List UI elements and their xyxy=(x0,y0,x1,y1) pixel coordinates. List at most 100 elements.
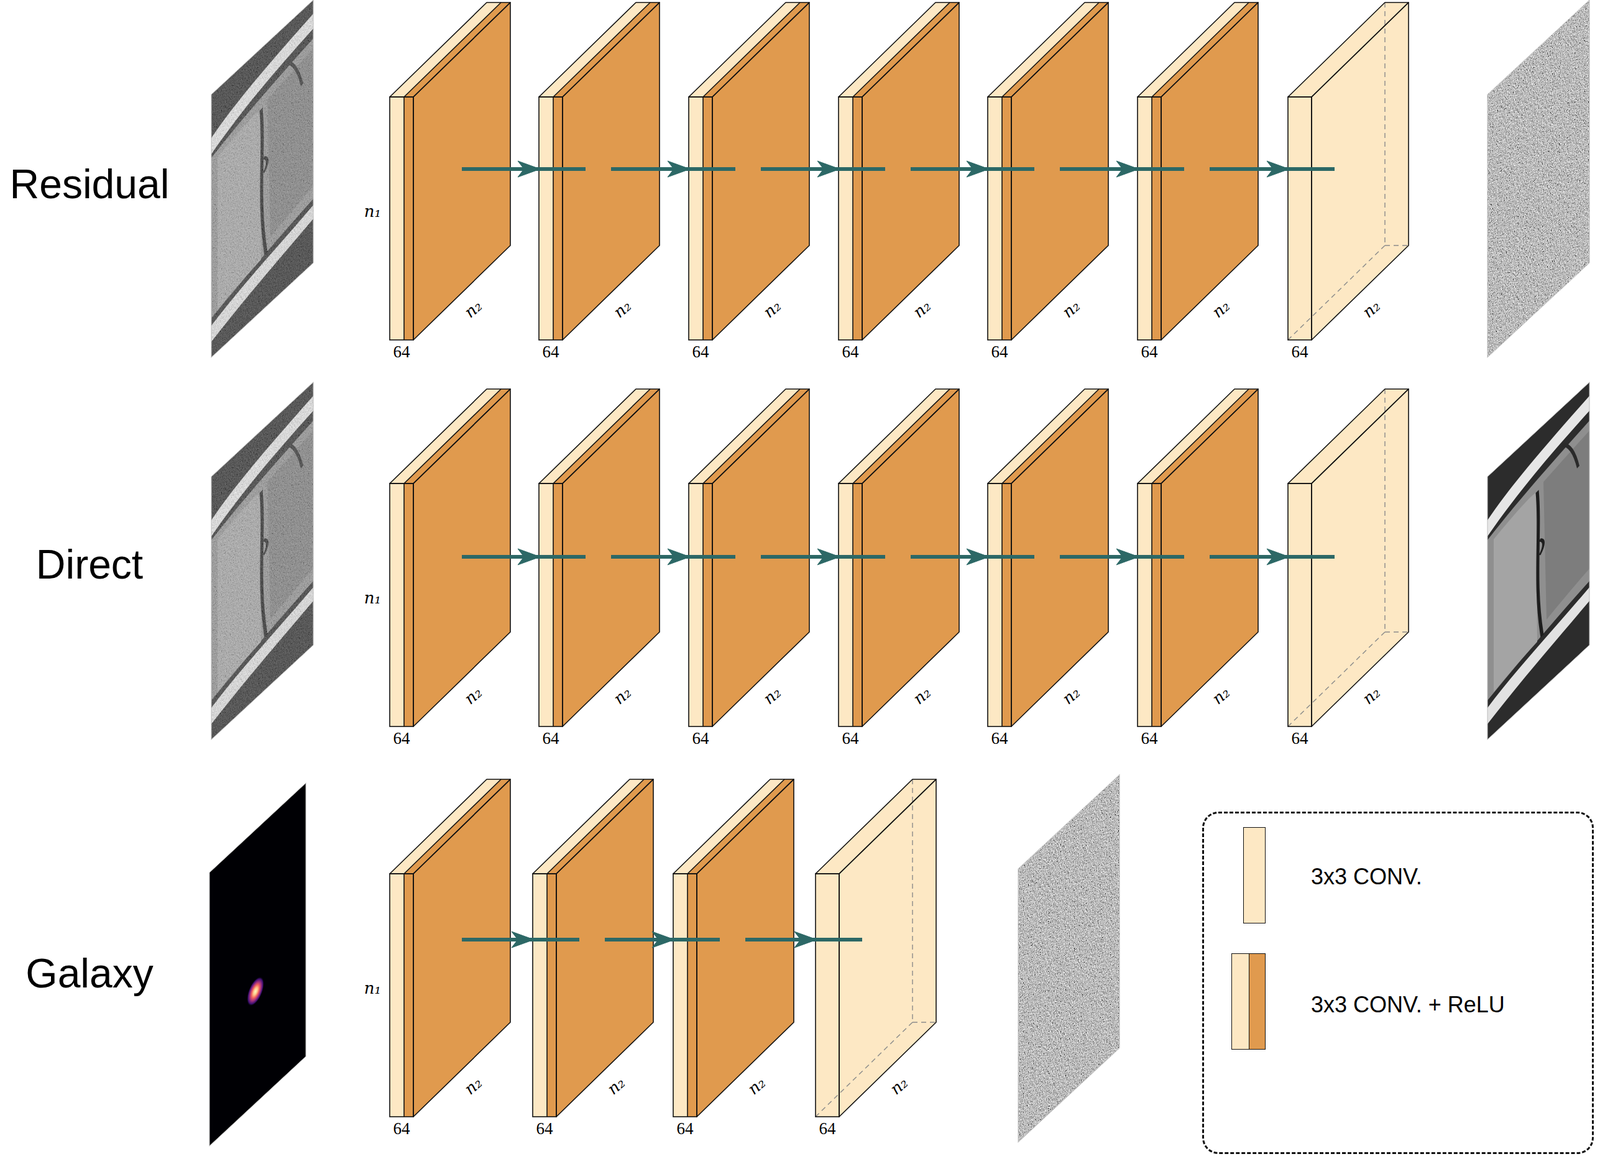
block-front-face xyxy=(703,96,713,341)
block-outline xyxy=(562,2,660,341)
row-label: Residual xyxy=(9,163,170,205)
block-edge xyxy=(1151,483,1153,727)
row-label: Direct xyxy=(36,543,143,585)
flow-arrow xyxy=(604,931,720,948)
block-outline xyxy=(389,2,511,97)
channel-count: 64 xyxy=(542,730,560,748)
conv-relu-layer: n₁n₂64 xyxy=(389,2,511,341)
depth-label: n₂ xyxy=(610,297,635,321)
channel-count: 64 xyxy=(692,343,710,361)
conv-relu-layer: n₂64 xyxy=(532,779,654,1118)
text-wrap: n₁ xyxy=(381,988,398,1005)
row-label-wrap: Direct xyxy=(89,564,197,606)
text-wrap: n₂ xyxy=(1371,695,1389,712)
conv-relu-layer: n₂64 xyxy=(538,389,660,727)
block-edge xyxy=(547,779,644,874)
arrow-line xyxy=(611,555,736,559)
block-outline xyxy=(712,389,810,727)
block-side-face xyxy=(696,779,794,1118)
text-wrap: n₁ xyxy=(381,211,398,228)
text-wrap: 64 xyxy=(700,343,718,361)
depth-label: n₂ xyxy=(744,1074,769,1098)
block-front-face xyxy=(1287,483,1312,727)
text-wrap: n₂ xyxy=(921,308,939,326)
block-side-face xyxy=(712,389,810,727)
conv-relu-layer: n₂64 xyxy=(838,389,960,727)
block-outline xyxy=(532,873,557,1118)
block-outline xyxy=(1311,389,1409,727)
block-edge xyxy=(552,483,554,727)
channel-count: 64 xyxy=(819,1120,837,1138)
height-label: n₁ xyxy=(364,980,382,997)
block-outline xyxy=(413,389,511,727)
block-outline xyxy=(839,779,937,1118)
block-side-face xyxy=(413,2,511,341)
block-outline xyxy=(1311,2,1409,341)
depth-label: n₂ xyxy=(610,683,635,707)
conv-relu-layer: n₂64 xyxy=(987,2,1109,341)
conv-relu-block-shape xyxy=(1137,389,1259,727)
hidden-edge xyxy=(1287,245,1385,341)
arrow-line xyxy=(910,167,1035,171)
conv-relu-layer: n₂64 xyxy=(1137,389,1259,727)
block-outline xyxy=(556,779,654,1118)
mri-output-image xyxy=(1487,382,1590,740)
depth-label: n₂ xyxy=(461,1074,485,1098)
block-front-face xyxy=(852,483,863,727)
block-outline xyxy=(389,483,414,727)
flow-arrow xyxy=(1059,548,1185,566)
block-edge xyxy=(404,389,502,484)
block-outline xyxy=(1161,389,1259,727)
block-outline xyxy=(1011,389,1109,727)
block-outline xyxy=(838,96,863,341)
block-front-face xyxy=(404,483,414,727)
block-front-face xyxy=(389,96,405,341)
text-wrap: n₂ xyxy=(772,308,789,326)
arrow-head xyxy=(1266,548,1290,566)
arrow-line xyxy=(1059,167,1185,171)
arrow-head xyxy=(511,931,534,948)
conv-relu-block-shape xyxy=(987,2,1109,341)
text-wrap: 64 xyxy=(544,1120,562,1138)
text-wrap: n₂ xyxy=(622,308,640,326)
block-outline xyxy=(1287,389,1409,484)
hidden-edge xyxy=(1384,389,1385,633)
block-edge xyxy=(1151,2,1249,97)
conv-relu-layer: n₂64 xyxy=(1137,2,1259,341)
arrow-head xyxy=(794,931,817,948)
block-front-face xyxy=(1151,96,1162,341)
conv-block-shape xyxy=(1287,389,1409,727)
block-edge xyxy=(1002,389,1099,484)
block-outline xyxy=(538,2,660,97)
arrow-head xyxy=(667,160,690,178)
conv-relu-layer: n₁n₂64 xyxy=(389,779,511,1118)
conv-relu-layer: n₂64 xyxy=(838,2,960,341)
conv-relu-block-shape xyxy=(673,779,794,1118)
block-edge xyxy=(702,96,704,341)
block-front-face xyxy=(838,96,853,341)
block-front-face xyxy=(852,96,863,341)
block-outline xyxy=(987,483,1012,727)
block-side-face xyxy=(413,779,511,1118)
block-edge xyxy=(852,389,950,484)
block-outline xyxy=(1287,483,1312,727)
block-outline xyxy=(987,2,1109,97)
depth-label: n₂ xyxy=(1059,683,1083,707)
block-front-face xyxy=(1137,483,1152,727)
conv-relu-layer: n₂64 xyxy=(688,2,810,341)
block-edge xyxy=(552,96,554,341)
block-edge xyxy=(403,96,405,341)
hidden-edge xyxy=(912,1021,937,1023)
conv-relu-block-shape xyxy=(532,779,654,1118)
flow-arrow xyxy=(1059,160,1185,178)
flow-arrow xyxy=(461,931,580,948)
depth-label: n₂ xyxy=(1209,683,1233,707)
channel-count: 64 xyxy=(991,730,1009,748)
text-wrap: n₂ xyxy=(622,695,640,712)
arrow-line xyxy=(1059,555,1185,559)
conv-relu-block-shape xyxy=(987,389,1109,727)
block-outline xyxy=(1011,2,1109,341)
galaxy-input-image xyxy=(209,783,306,1147)
hidden-edge xyxy=(1384,2,1385,246)
